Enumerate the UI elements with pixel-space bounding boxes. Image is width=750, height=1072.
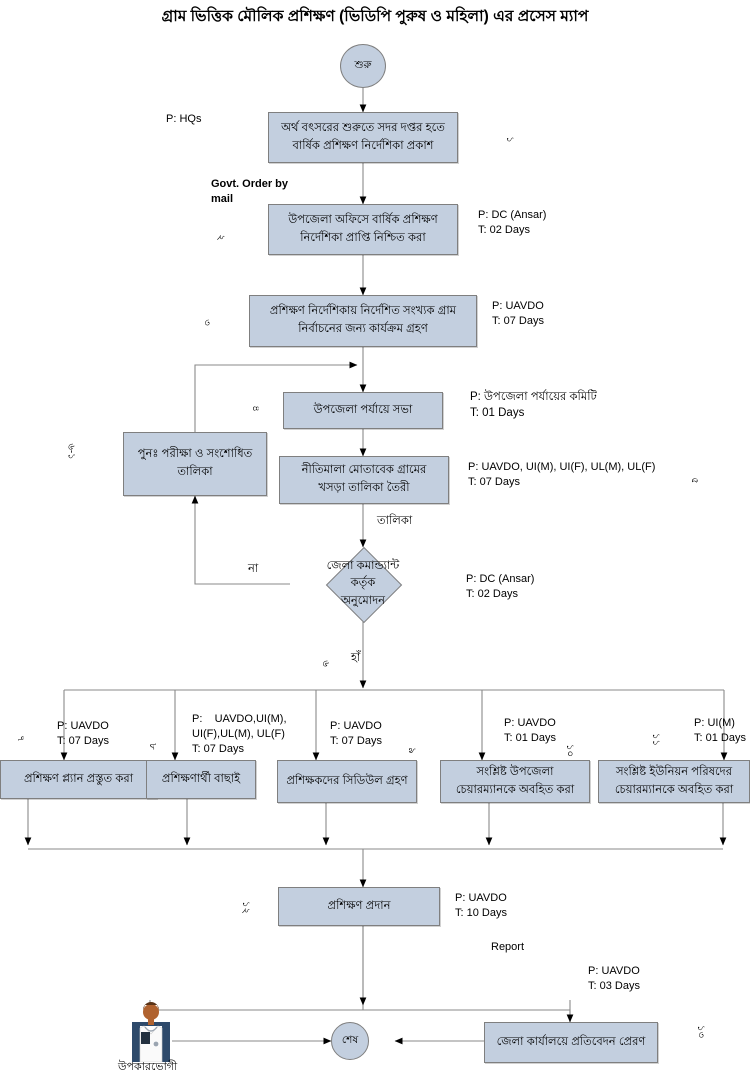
- step-number-8: ৮: [146, 743, 158, 750]
- node-4-upazila-meeting[interactable]: উপজেলা পর্যায়ে সভা: [283, 392, 443, 429]
- node-9-line1: প্রশিক্ষকদের সিডিউল গ্রহণ: [286, 774, 408, 787]
- step-number-2: ২: [214, 234, 226, 241]
- page-title: গ্রাম ভিত্তিক মৌলিক প্রশিক্ষণ (ভিডিপি পু…: [161, 8, 589, 25]
- node-9-trainer-schedule[interactable]: প্রশিক্ষকদের সিডিউল গ্রহণ: [277, 760, 417, 803]
- annotation-3-uavdo: P: UAVDO T: 07 Days: [492, 300, 544, 327]
- node-11-line1: সংশ্লিষ্ট ইউনিয়ন পরিষদের: [615, 765, 733, 778]
- annotation-4-upazila-committee: P: উপজেলা পর্যায়ের কমিটি T: 01 Days: [470, 391, 597, 419]
- start-terminator[interactable]: শুরু: [340, 44, 386, 88]
- step-number-3: ৩: [200, 319, 212, 326]
- node-11-line2: চেয়ারম্যানকে অবহিত করা: [614, 783, 734, 796]
- node-1-line1: অর্থ বৎসরের শুরুতে সদর দপ্তর হতে: [281, 121, 445, 134]
- node-1-publish-guideline[interactable]: অর্থ বৎসরের শুরুতে সদর দপ্তর হতে বার্ষিক…: [268, 112, 458, 163]
- node-12-line1: প্রশিক্ষণ প্রদান: [327, 899, 391, 912]
- beneficiary-label: উপকারভোগী: [118, 1061, 178, 1072]
- node-10-line2: চেয়ারম্যানকে অবহিত করা: [455, 783, 575, 796]
- step-number-11: ১১: [649, 733, 661, 746]
- annotation-no: না: [248, 563, 259, 575]
- annotation-talika: তালিকা: [377, 515, 413, 527]
- node-2-line1: উপজেলা অফিসে বার্ষিক প্রশিক্ষণ: [288, 213, 438, 226]
- node-5-line1: নীতিমালা মোতাবেক গ্রামের: [301, 464, 427, 477]
- step-number-6-1: ৬-১: [65, 443, 77, 460]
- node-13-send-report-district[interactable]: জেলা কার্যালয়ে প্রতিবেদন প্রেরণ: [484, 1022, 658, 1063]
- annotation-govt-order: Govt. Order by mail: [211, 178, 289, 205]
- annotation-9-uavdo: P: UAVDO T: 07 Days: [330, 720, 382, 747]
- step-number-13: ১৩: [695, 1025, 706, 1038]
- node-13-line1: জেলা কার্যালয়ে প্রতিবেদন প্রেরণ: [496, 1035, 646, 1048]
- node-11-inform-union-chairman[interactable]: সংশ্লিষ্ট ইউনিয়ন পরিষদের চেয়ারম্যানকে …: [598, 760, 750, 803]
- step-number-10: ১০: [564, 744, 575, 757]
- step-number-7: ৭: [14, 735, 26, 742]
- annotation-11-uim: P: UI(M) T: 01 Days: [694, 717, 746, 744]
- node-8-line1: প্রশিক্ষণার্থী বাছাই: [161, 772, 241, 785]
- annotation-8-uavdo-group: P: UAVDO,UI(M), UI(F),UL(M), UL(F) T: 07…: [192, 713, 287, 755]
- node-10-line1: সংশ্লিষ্ট উপজেলা: [476, 765, 554, 778]
- step-number-4: ৪: [249, 405, 261, 412]
- annotation-yes: হাঁ: [351, 652, 361, 664]
- node-10-inform-upazila-chairman[interactable]: সংশ্লিষ্ট উপজেলা চেয়ারম্যানকে অবহিত করা: [440, 760, 590, 803]
- node-8-trainee-selection[interactable]: প্রশিক্ষণার্থী বাছাই: [146, 760, 256, 799]
- node-2-confirm-receipt[interactable]: উপজেলা অফিসে বার্ষিক প্রশিক্ষণ নির্দেশিক…: [268, 204, 458, 255]
- node-3-line1: প্রশিক্ষণ নির্দেশিকায় নির্দেশিত সংখ্যক …: [269, 305, 457, 318]
- beneficiary-icon: [128, 1000, 174, 1063]
- node-7-training-plan[interactable]: প্রশিক্ষণ প্ল্যান প্রস্তুত করা: [0, 760, 157, 799]
- node-3-line2: নির্বাচনের জন্য কার্যক্রম গ্রহণ: [298, 323, 428, 335]
- node-6-1-line2: তালিকা: [177, 466, 213, 478]
- step-number-12: ১২: [240, 901, 251, 914]
- node-5-draft-village-list[interactable]: নীতিমালা মোতাবেক গ্রামের খসড়া তালিকা তৈ…: [279, 456, 449, 504]
- end-label: শেষ: [341, 1033, 359, 1046]
- node-7-line1: প্রশিক্ষণ প্ল্যান প্রস্তুত করা: [23, 772, 134, 785]
- node-5-line2: খসড়া তালিকা তৈরী: [318, 482, 410, 494]
- annotation-6-dc-ansar: P: DC (Ansar) T: 02 Days: [466, 573, 535, 600]
- node-1-line2: বার্ষিক প্রশিক্ষণ নির্দেশিকা প্রকাশ: [292, 139, 434, 152]
- node-4-line1: উপজেলা পর্যায়ে সভা: [313, 403, 413, 416]
- annotation-2-dc-ansar: P: DC (Ansar) T: 02 Days: [478, 209, 547, 236]
- node-6-1-recheck-revised-list[interactable]: পুনঃ পরীক্ষা ও সংশোধিত তালিকা: [123, 432, 267, 496]
- end-terminator[interactable]: শেষ: [331, 1022, 369, 1060]
- annotation-5-uavdo-ui-ul: P: UAVDO, UI(M), UI(F), UL(M), UL(F) T: …: [468, 461, 656, 488]
- step-number-1: ১: [503, 136, 515, 143]
- node-12-deliver-training[interactable]: প্রশিক্ষণ প্রদান: [278, 887, 440, 926]
- annotation-12-uavdo: P: UAVDO T: 10 Days: [455, 892, 507, 919]
- annotation-13-uavdo: P: UAVDO T: 03 Days: [588, 965, 640, 992]
- step-number-6: ৬: [319, 660, 331, 667]
- step-number-9: ৯: [405, 747, 417, 754]
- annotation-report: Report: [491, 941, 525, 953]
- annotation-1-hqs: P: HQs: [166, 113, 202, 125]
- node-2-line2: নির্দেশিকা প্রাপ্তি নিশ্চিত করা: [300, 231, 426, 244]
- node-3-village-selection-program[interactable]: প্রশিক্ষণ নির্দেশিকায় নির্দেশিত সংখ্যক …: [249, 295, 477, 347]
- step-number-5: ৫: [688, 477, 700, 484]
- annotation-10-uavdo: P: UAVDO T: 01 Days: [504, 717, 556, 744]
- annotation-7-uavdo: P: UAVDO T: 07 Days: [57, 720, 109, 747]
- node-6-1-line1: পুনঃ পরীক্ষা ও সংশোধিত: [137, 448, 253, 461]
- start-label: শুরু: [354, 58, 372, 71]
